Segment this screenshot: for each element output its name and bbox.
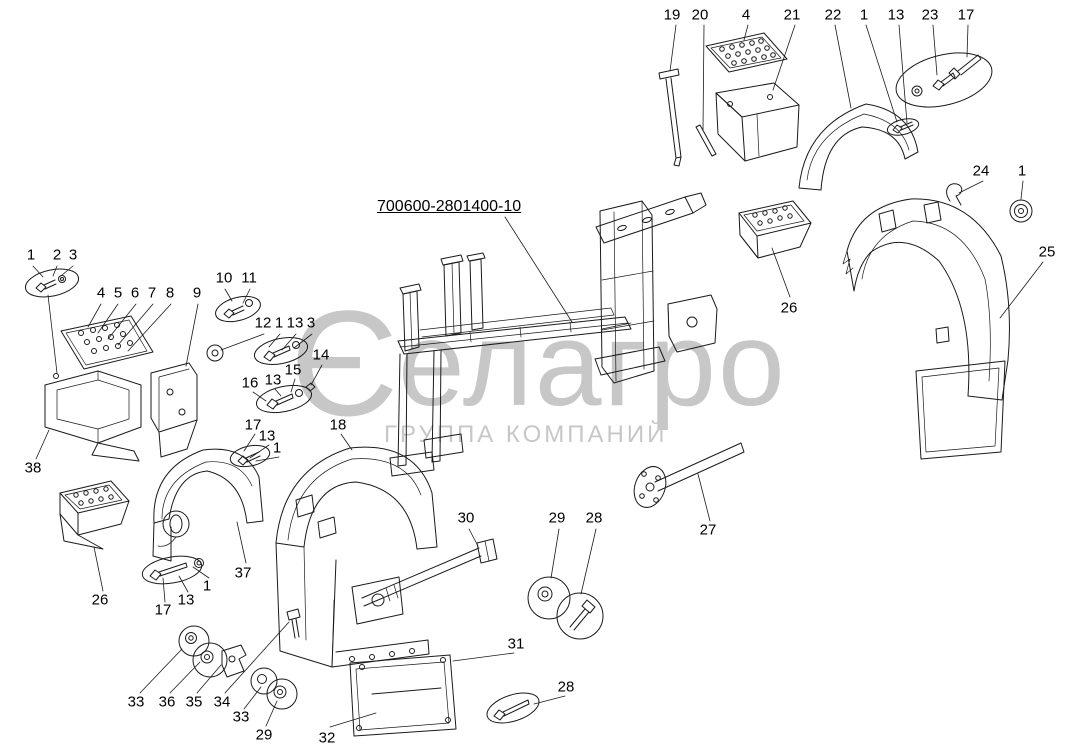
part-axle-30 — [361, 538, 498, 607]
callout-6: 6 — [130, 284, 140, 302]
part-clip-35 — [221, 644, 247, 678]
callout-11: 11 — [241, 269, 257, 287]
callout-19: 19 — [663, 6, 681, 24]
callout-4: 4 — [96, 284, 106, 302]
callout-13: 13 — [258, 427, 276, 445]
hardware-circle-33b — [250, 667, 278, 695]
hardware-oval-17-13-1-bottom — [141, 555, 204, 585]
hardware-circle-29b — [266, 678, 298, 710]
callout-5: 5 — [113, 284, 123, 302]
callout-23: 23 — [921, 6, 939, 24]
hardware-oval-1-2-3 — [24, 268, 80, 298]
callout-29: 29 — [548, 509, 566, 527]
callout-9: 9 — [192, 284, 202, 302]
callout-1: 1 — [272, 439, 282, 457]
callout-20: 20 — [691, 6, 709, 24]
part-fender-22 — [798, 103, 919, 191]
callout-22: 22 — [824, 6, 842, 24]
part-main-frame — [389, 192, 718, 477]
leader-lines — [32, 24, 1044, 728]
part-step-plate-left — [60, 315, 154, 370]
part-axle-27 — [633, 442, 745, 508]
callout-21: 21 — [783, 6, 801, 24]
callout-17: 17 — [957, 6, 975, 24]
callout-17: 17 — [154, 601, 172, 619]
callout-34: 34 — [213, 693, 231, 711]
part-step-bracket-26-right — [738, 200, 812, 259]
callout-17: 17 — [244, 416, 262, 434]
part-bracket-38 — [44, 370, 142, 462]
hardware-oval-16-13-15-14 — [255, 382, 316, 414]
callout-16: 16 — [241, 374, 259, 392]
part-bracket-9 — [150, 362, 198, 458]
callout-1: 1 — [1017, 162, 1027, 180]
hardware-oval-28-bottom — [486, 692, 540, 724]
callout-7: 7 — [147, 284, 157, 302]
callout-13: 13 — [177, 591, 195, 609]
callout-12: 12 — [254, 314, 272, 332]
part-step-bracket-26-left — [59, 480, 130, 550]
part-fender-37 — [152, 448, 264, 562]
callout-30: 30 — [457, 509, 475, 527]
callout-36: 36 — [158, 693, 176, 711]
hardware-oval-10-11 — [215, 295, 261, 323]
hardware-circle-28 — [556, 592, 604, 640]
part-bracket-21 — [715, 82, 800, 162]
hardware-washer-12 — [206, 344, 224, 362]
callout-13: 13 — [286, 314, 304, 332]
callout-1: 1 — [274, 314, 284, 332]
hardware-oval-1-13-3 — [253, 337, 309, 365]
part-fender-18 — [275, 446, 438, 668]
hardware-group-top-right — [886, 52, 993, 136]
callout-14: 14 — [312, 346, 330, 364]
part-hook-24 — [946, 183, 963, 206]
callout-31: 31 — [507, 635, 525, 653]
callout-1: 1 — [26, 246, 36, 264]
callout-29: 29 — [255, 726, 273, 744]
part-number-link[interactable]: 700600-2801400-10 — [377, 198, 522, 215]
callout-3: 3 — [306, 314, 316, 332]
hardware-circle-33a — [178, 625, 210, 657]
callout-27: 27 — [699, 521, 717, 539]
callout-8: 8 — [165, 284, 175, 302]
callout-25: 25 — [1038, 243, 1056, 261]
callout-32: 32 — [318, 729, 336, 747]
callout-15: 15 — [284, 361, 302, 379]
hardware-circle-36 — [192, 642, 228, 678]
part-rod-19 — [658, 68, 682, 167]
callout-3: 3 — [68, 246, 78, 264]
part-fender-25 — [842, 198, 1010, 460]
callout-13: 13 — [264, 371, 282, 389]
callout-10: 10 — [215, 269, 233, 287]
callout-37: 37 — [234, 564, 252, 582]
callout-26: 26 — [91, 591, 109, 609]
watermark-logo-icon: Є — [290, 279, 398, 447]
callout-33: 33 — [232, 708, 250, 726]
part-pin-34 — [286, 608, 301, 639]
callout-1: 1 — [202, 577, 212, 595]
callout-28: 28 — [557, 678, 575, 696]
callout-35: 35 — [185, 693, 203, 711]
watermark-subtitle: ГРУППА КОМПАНИЙ — [384, 421, 668, 448]
callout-28: 28 — [585, 509, 603, 527]
callout-38: 38 — [24, 459, 42, 477]
callout-2: 2 — [52, 246, 62, 264]
callout-1: 1 — [859, 6, 869, 24]
part-step-plate-top — [705, 32, 788, 73]
callout-13: 13 — [887, 6, 905, 24]
callout-18: 18 — [329, 416, 347, 434]
hardware-circle-29 — [527, 576, 571, 620]
hardware-oval-17-13-1-mid — [229, 444, 271, 468]
part-washer-1-right — [1009, 199, 1033, 223]
callout-33: 33 — [127, 693, 145, 711]
part-mudflap-31-32 — [349, 654, 457, 737]
callout-24: 24 — [972, 162, 990, 180]
part-pin-20 — [695, 124, 717, 157]
callout-4: 4 — [741, 6, 751, 24]
callout-26: 26 — [780, 299, 798, 317]
watermark-text: елагро — [398, 297, 787, 431]
